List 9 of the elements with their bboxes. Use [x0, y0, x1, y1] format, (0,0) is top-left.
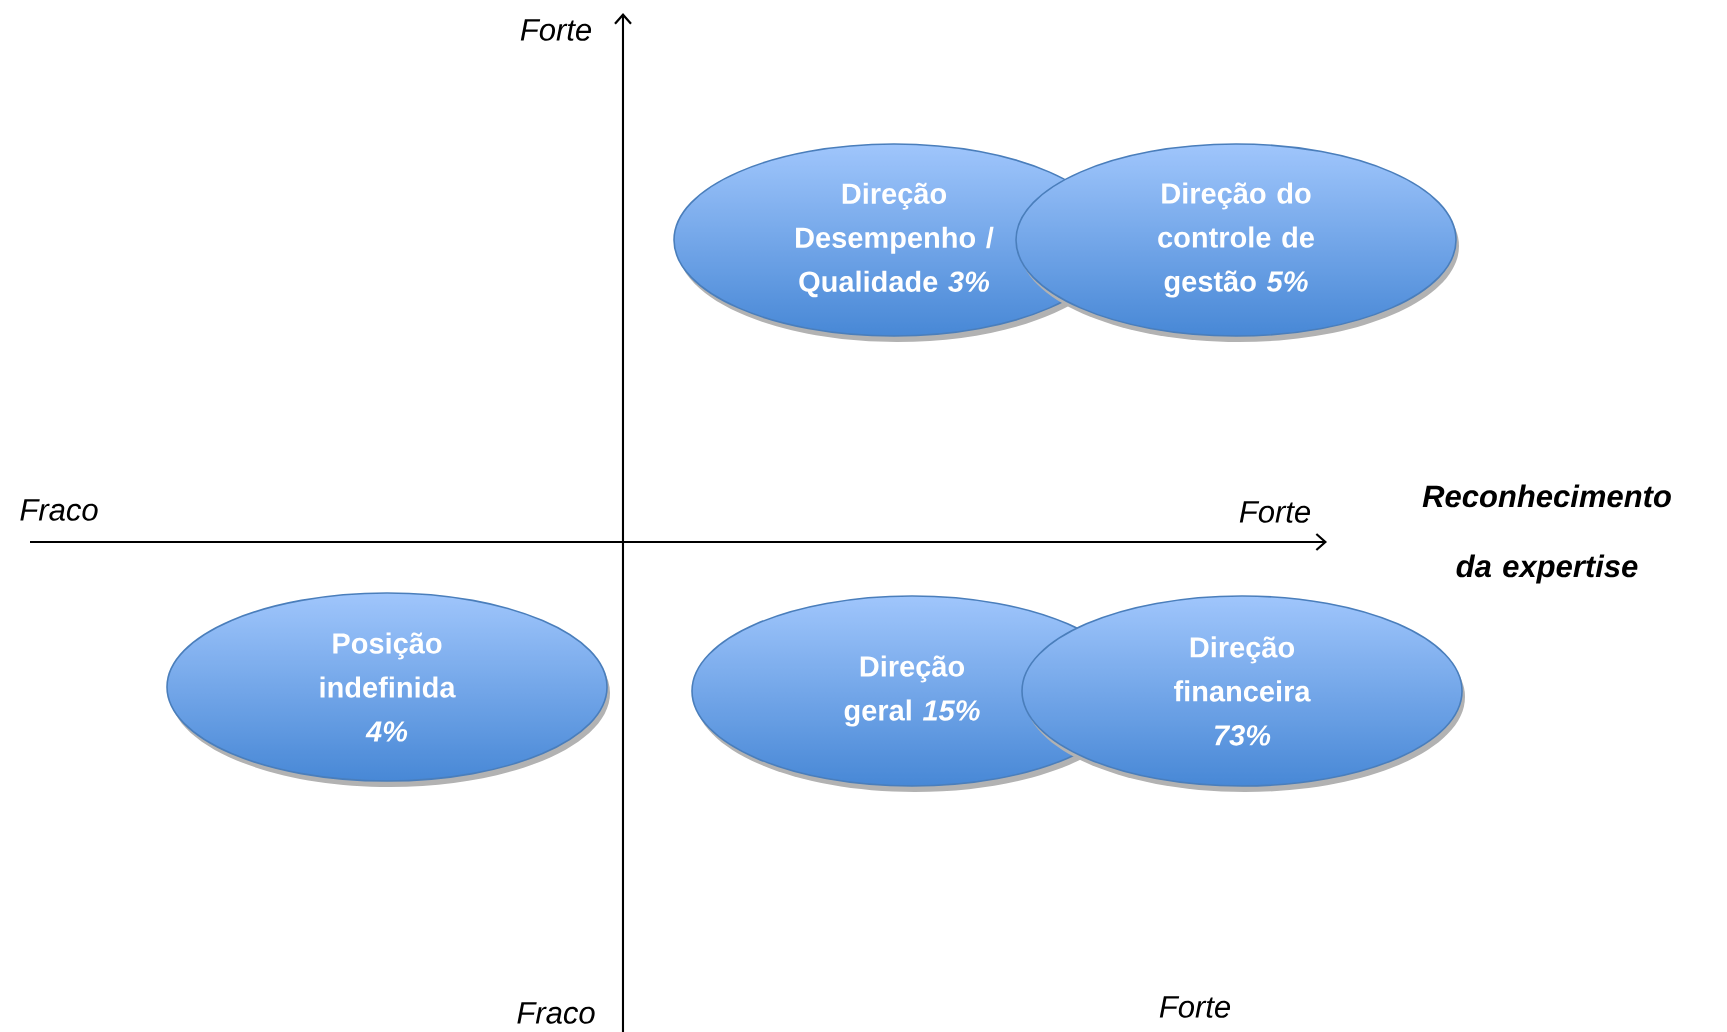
ellipse-node: Direção financeira 73%	[1021, 595, 1465, 792]
axis-label: Fraco	[517, 1002, 595, 1024]
axis-label: Forte	[1239, 501, 1311, 523]
axis-label: Forte	[520, 19, 592, 41]
axis-label: Fraco	[20, 499, 98, 521]
axis-label: Reconhecimento da expertise	[1422, 484, 1671, 584]
ellipse-node: Posição indefinida 4%	[166, 592, 610, 787]
ellipse-node: Direção do controle de gestão 5%	[1015, 143, 1459, 342]
axis-label: Forte	[1159, 996, 1231, 1018]
